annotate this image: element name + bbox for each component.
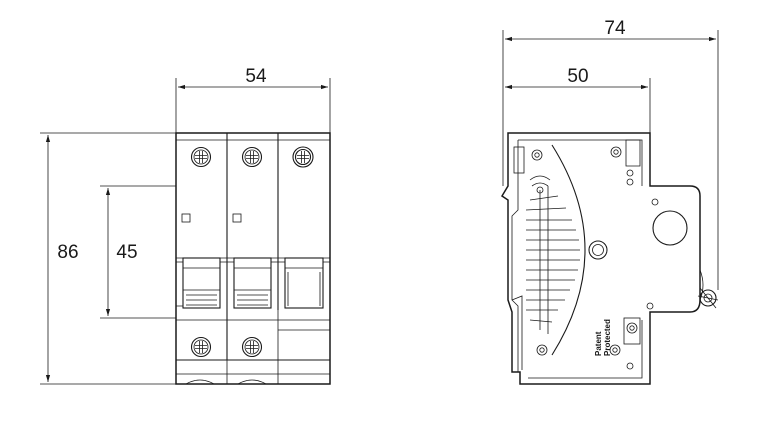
side-view: Patent Protected 74 50 <box>500 18 719 385</box>
screw-icon <box>241 336 263 358</box>
dimension-label-86: 86 <box>57 242 78 263</box>
side-housing-outline <box>500 132 701 385</box>
mounting-hole <box>652 210 688 246</box>
patent-label-line1: Patent <box>594 331 603 356</box>
rivet <box>646 302 654 310</box>
front-housing-outline <box>175 132 331 385</box>
patent-label: Patent Protected <box>594 319 612 356</box>
inner-frame <box>518 139 643 379</box>
neutral-screw-icon <box>292 146 314 168</box>
patent-label-line2: Protected <box>603 319 612 356</box>
dimension-label-74: 74 <box>604 18 626 39</box>
dimension-label-50: 50 <box>567 66 588 87</box>
toggle-handles <box>176 257 330 321</box>
front-view: 54 86 45 <box>40 66 331 385</box>
rivet <box>651 198 659 206</box>
dimension-label-54: 54 <box>245 66 267 87</box>
release-knob-icon <box>697 269 719 309</box>
base-feet <box>185 379 267 385</box>
din-clip <box>511 295 523 384</box>
indicator-window <box>232 213 242 223</box>
dimension-label-45: 45 <box>116 242 137 263</box>
rivet <box>536 344 548 356</box>
screw-icon <box>241 146 263 168</box>
bottom-pocket <box>609 317 641 370</box>
top-right-pocket <box>610 139 641 186</box>
inner-left-edge <box>511 140 519 372</box>
ribbed-cover <box>525 144 608 356</box>
screw-icon <box>190 146 212 168</box>
screw-icon <box>190 336 212 358</box>
top-latch <box>513 146 551 194</box>
indicator-window <box>181 213 191 223</box>
rivet <box>539 347 545 353</box>
